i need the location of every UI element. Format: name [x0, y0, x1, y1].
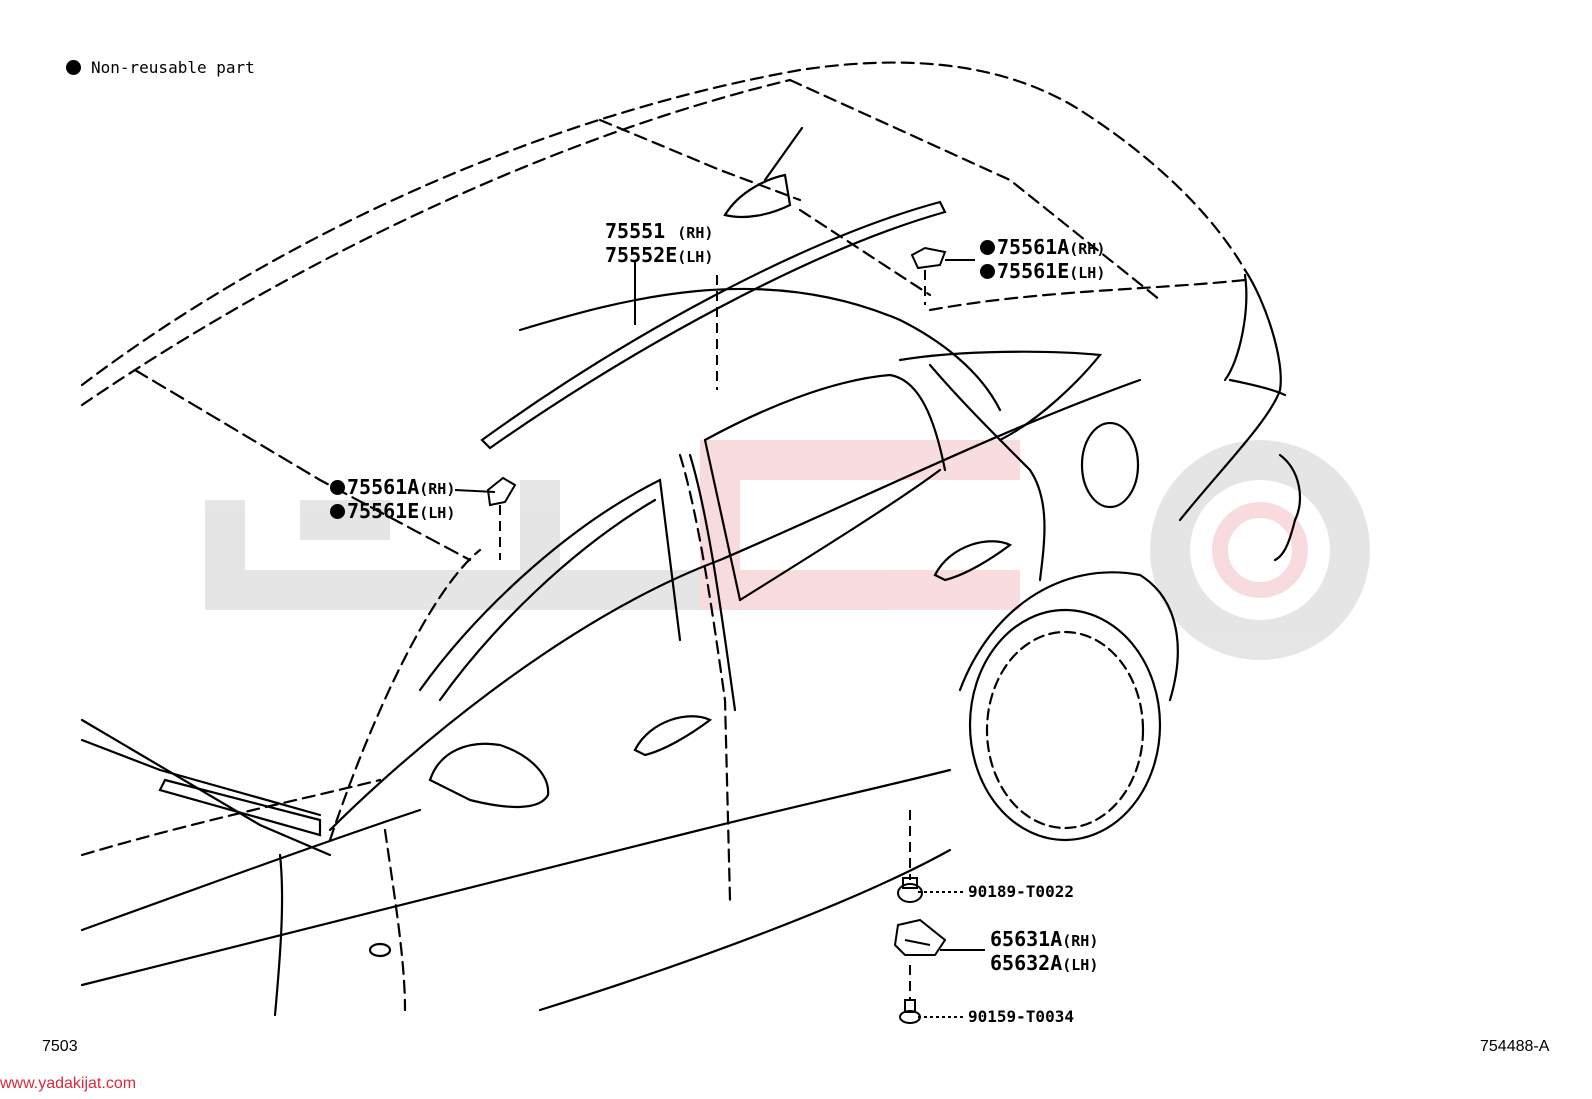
leader-lines [454, 259, 985, 1018]
watermark-url: www.yadakijat.com [0, 1075, 137, 1092]
part-number-rh: 75551 [605, 219, 666, 243]
part-label-nut: 90189-T0022 [968, 881, 1074, 903]
legend-label: Non-reusable part [91, 58, 255, 77]
side-lh: (LH) [419, 504, 456, 522]
nut-part [897, 877, 923, 903]
non-reusable-icon [980, 264, 995, 279]
clip-lower [486, 476, 517, 507]
section-code: 7503 [42, 1038, 78, 1055]
part-number-lh: 65632A [990, 951, 1063, 975]
part-number-rh: 65631A [990, 927, 1063, 951]
part-label-clip-upper: 75561A(RH) 75561E(LH) [980, 236, 1105, 284]
side-rh: (RH) [419, 480, 456, 498]
non-reusable-icon [980, 240, 995, 255]
part-number: 90159-T0034 [968, 1007, 1074, 1026]
part-number-rh: 75561A [997, 235, 1070, 259]
non-reusable-icon [330, 480, 345, 495]
side-lh: (LH) [1069, 264, 1106, 282]
part-label-screw: 90159-T0034 [968, 1006, 1074, 1028]
part-number-lh: 75561E [997, 259, 1070, 283]
bullet-icon [66, 60, 81, 75]
part-label-bracket: 65631A(RH) 65632A(LH) [990, 928, 1098, 976]
part-number-rh: 75561A [347, 475, 420, 499]
part-number-lh: 75561E [347, 499, 420, 523]
watermark-logo [205, 440, 1370, 660]
side-rh: (RH) [1069, 240, 1106, 258]
side-lh: (LH) [1062, 956, 1099, 974]
part-label-molding: 75551 (RH) 75552E(LH) [605, 220, 713, 268]
side-rh: (RH) [1062, 932, 1099, 950]
car-outline [80, 61, 1302, 1017]
part-label-clip-lower: 75561A(RH) 75561E(LH) [330, 476, 455, 524]
screw-part [899, 999, 921, 1024]
side-lh: (LH) [677, 248, 714, 266]
legend: Non-reusable part [66, 58, 255, 77]
part-number-lh: 75552E [605, 243, 678, 267]
side-rh: (RH) [677, 224, 714, 242]
bracket-part [893, 918, 947, 956]
non-reusable-icon [330, 504, 345, 519]
part-number: 90189-T0022 [968, 882, 1074, 901]
illustration-code: 754488-A [1480, 1038, 1550, 1055]
clip-upper [910, 246, 947, 270]
